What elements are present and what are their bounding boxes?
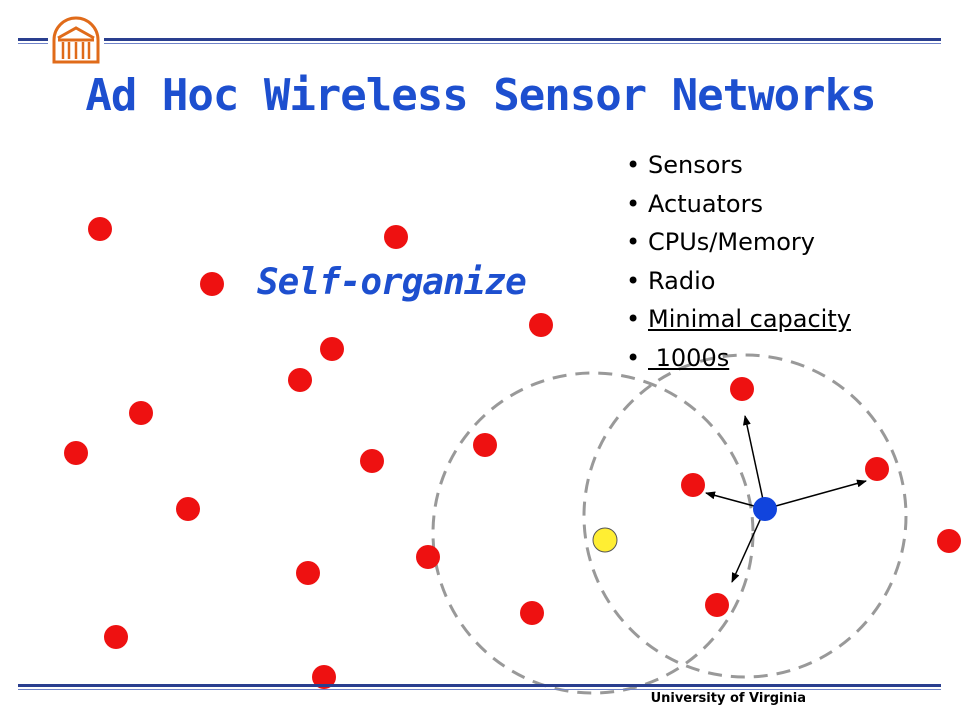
sensor-node — [200, 272, 224, 296]
feature-item: •Actuators — [626, 189, 763, 218]
self-organize-label: Self-organize — [257, 262, 527, 303]
arrow-up — [742, 415, 766, 510]
sensor-node — [529, 313, 553, 337]
sensor-node — [416, 545, 440, 569]
sensor-node — [937, 529, 961, 553]
slide-title: Ad Hoc Wireless Sensor Networks — [85, 70, 876, 121]
feature-list: •Sensors •Actuators •CPUs/Memory •Radio … — [626, 146, 851, 377]
sensor-node — [64, 441, 88, 465]
sensor-node — [104, 625, 128, 649]
feature-item: •Sensors — [626, 151, 743, 179]
transmission-arrows — [705, 415, 867, 583]
sensor-node — [320, 337, 344, 361]
footer-institution: University of Virginia — [650, 691, 806, 706]
rotunda-logo-icon — [48, 12, 104, 68]
radio-range-circle-left — [431, 371, 755, 695]
radio-range-circle-right — [582, 353, 908, 679]
sensor-node — [288, 368, 312, 392]
feature-item: • 1000s — [626, 343, 730, 372]
sensor-node — [473, 433, 497, 457]
sensor-node — [129, 401, 153, 425]
feature-item: •CPUs/Memory — [626, 228, 815, 256]
arrow-down — [731, 508, 766, 583]
sensor-nodes — [64, 217, 961, 689]
sensor-node — [296, 561, 320, 585]
sensor-node — [520, 601, 544, 625]
highlighted-node — [592, 527, 618, 553]
sensor-node — [384, 225, 408, 249]
sensor-node — [360, 449, 384, 473]
sensor-node — [865, 457, 889, 481]
sensor-node — [88, 217, 112, 241]
source-node — [753, 497, 777, 521]
sensor-node — [312, 665, 336, 689]
sensor-node — [681, 473, 705, 497]
sensor-node — [730, 377, 754, 401]
sensor-node — [176, 497, 200, 521]
sensor-node — [705, 593, 729, 617]
arrow-right — [764, 479, 867, 510]
feature-item: •Radio — [626, 266, 716, 295]
feature-item: •Minimal capacity — [626, 305, 851, 333]
